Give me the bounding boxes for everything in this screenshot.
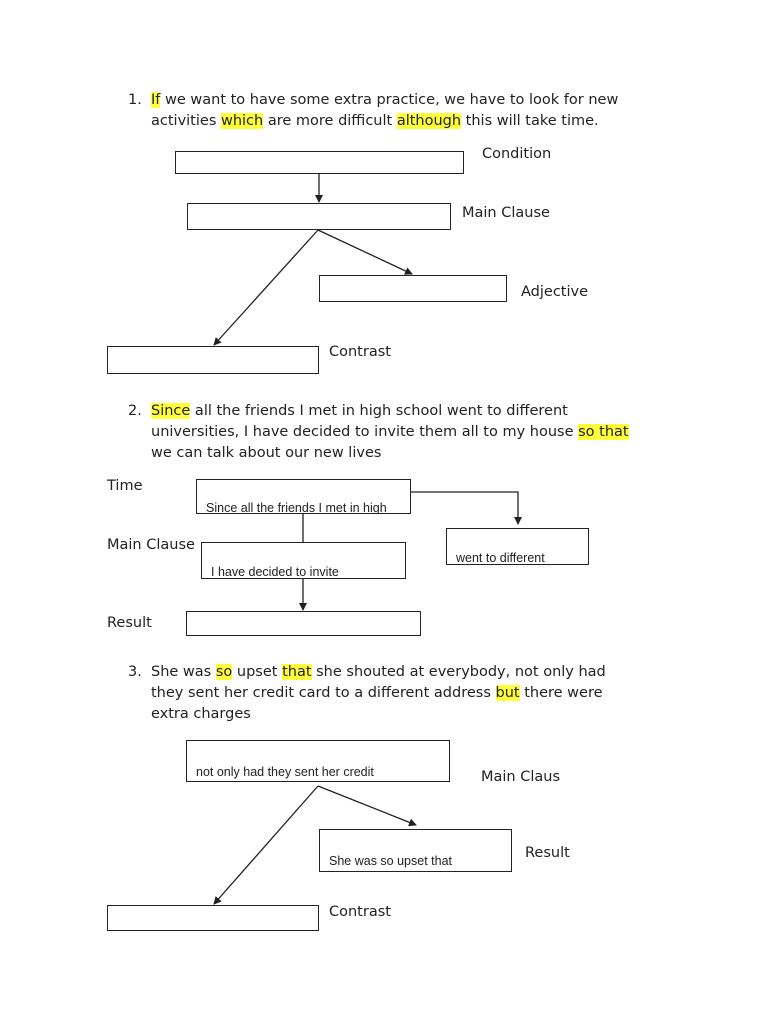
item-number: 3.: [128, 664, 142, 680]
sentence-text: activities: [151, 113, 221, 129]
sentence-line: She was so upset that she shouted at eve…: [151, 662, 606, 683]
highlight-conjunction: so: [215, 664, 233, 680]
sentence-text: all the friends I met in high school wen…: [190, 403, 568, 419]
main-clause-box-text: not only had they sent her credit: [196, 765, 374, 779]
sentence-text: there were: [519, 685, 603, 701]
sentence-text: universities, I have decided to invite t…: [151, 424, 579, 440]
main-clause-label: Main Clause: [107, 537, 195, 553]
main-clause-box: not only had they sent her credit: [186, 740, 450, 782]
main-clause-label: Main Claus: [481, 769, 561, 785]
contrast-label: Contrast: [329, 904, 391, 920]
main-clause-box-text: I have decided to invite: [211, 565, 339, 579]
adjective-box: [319, 275, 507, 302]
sentence-text: they sent her credit card to a different…: [151, 685, 496, 701]
condition-label: Condition: [482, 146, 552, 162]
sentence-text: she shouted at everybody, not only had: [311, 664, 606, 680]
contrast-label: Contrast: [329, 344, 391, 360]
result-box: She was so upset that: [319, 829, 512, 872]
time-box-text: Since all the friends I met in high: [206, 501, 387, 514]
main-clause-box: [187, 203, 451, 230]
contrast-box: [107, 346, 319, 374]
highlight-conjunction: but: [495, 685, 520, 701]
main-clause-label: Main Clause: [462, 205, 550, 221]
highlight-conjunction: Since: [151, 403, 191, 419]
arrow-main-to-contrast: [213, 229, 319, 346]
highlight-conjunction: so that: [578, 424, 629, 440]
highlight-conjunction: although: [396, 113, 462, 129]
sentence-line: Since all the friends I met in high scho…: [151, 401, 629, 422]
sentence-text: upset: [232, 664, 283, 680]
sentence-line: we can talk about our new lives: [151, 443, 629, 464]
sentence-text: She was: [151, 664, 216, 680]
sentence-text: extra charges: [151, 706, 251, 722]
sentence-line: universities, I have decided to invite t…: [151, 422, 629, 443]
arrow-main-to-adjective: [317, 229, 413, 275]
sentence-text: are more difficult: [263, 113, 397, 129]
result-box-text: She was so upset that: [329, 854, 452, 868]
sentence-3: She was so upset that she shouted at eve…: [151, 662, 606, 725]
time-box: Since all the friends I met in high: [196, 479, 411, 514]
highlight-conjunction: which: [220, 113, 264, 129]
highlight-conjunction: that: [282, 664, 312, 680]
sentence-line: extra charges: [151, 704, 606, 725]
arrow-main-to-contrast-3: [213, 785, 319, 905]
contrast-box: [107, 905, 319, 931]
highlight-conjunction: If: [151, 92, 161, 108]
result-label: Result: [107, 615, 152, 631]
sentence-line: they sent her credit card to a different…: [151, 683, 606, 704]
side-box: went to different: [446, 528, 589, 565]
arrow-time-to-side: [411, 491, 522, 525]
sentence-line: activities which are more difficult alth…: [151, 111, 618, 132]
result-label: Result: [525, 845, 570, 861]
sentence-text: we can talk about our new lives: [151, 445, 382, 461]
time-label: Time: [107, 478, 143, 494]
sentence-text: we want to have some extra practice, we …: [160, 92, 619, 108]
item-number: 2.: [128, 403, 142, 419]
sentence-line: If we want to have some extra practice, …: [151, 90, 618, 111]
condition-box: [175, 151, 464, 174]
sentence-1: If we want to have some extra practice, …: [151, 90, 618, 132]
arrow-main-to-result-3: [317, 785, 417, 827]
sentence-text: this will take time.: [461, 113, 599, 129]
main-clause-box: I have decided to invite: [201, 542, 406, 579]
sentence-2: Since all the friends I met in high scho…: [151, 401, 629, 464]
result-box: [186, 611, 421, 636]
item-number: 1.: [128, 92, 142, 108]
adjective-label: Adjective: [521, 284, 589, 300]
side-box-text: went to different: [456, 551, 545, 565]
